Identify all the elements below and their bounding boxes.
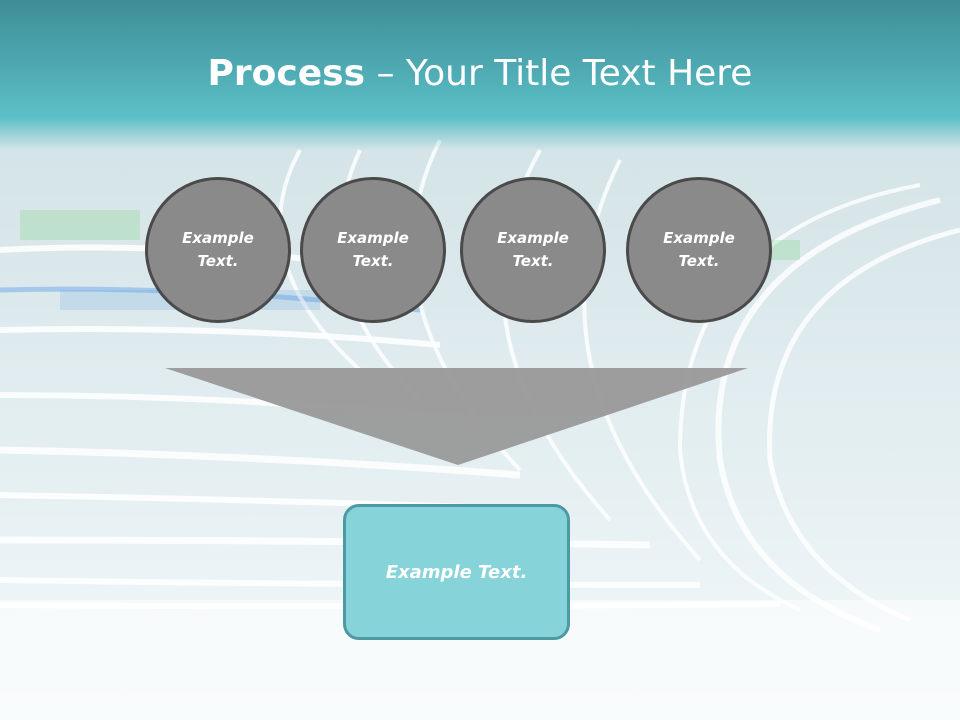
process-circle-2: Example Text. xyxy=(300,177,446,323)
process-circle-3-text: Example Text. xyxy=(497,229,569,270)
process-circle-3: Example Text. xyxy=(460,177,606,323)
result-box-text: Example Text. xyxy=(385,561,528,583)
title-bold-part: Process xyxy=(207,53,366,94)
process-circle-1-text: Example Text. xyxy=(182,229,254,270)
title-rest: Your Title Text Here xyxy=(405,53,753,94)
page-title: Process – Your Title Text Here xyxy=(0,52,960,96)
title-separator: – xyxy=(365,53,406,94)
process-circle-4: Example Text. xyxy=(626,177,772,323)
process-circle-4-text: Example Text. xyxy=(663,229,735,270)
title-band xyxy=(0,0,960,150)
result-box: Example Text. xyxy=(343,504,570,640)
process-circle-2-text: Example Text. xyxy=(337,229,409,270)
process-circle-1: Example Text. xyxy=(145,177,291,323)
